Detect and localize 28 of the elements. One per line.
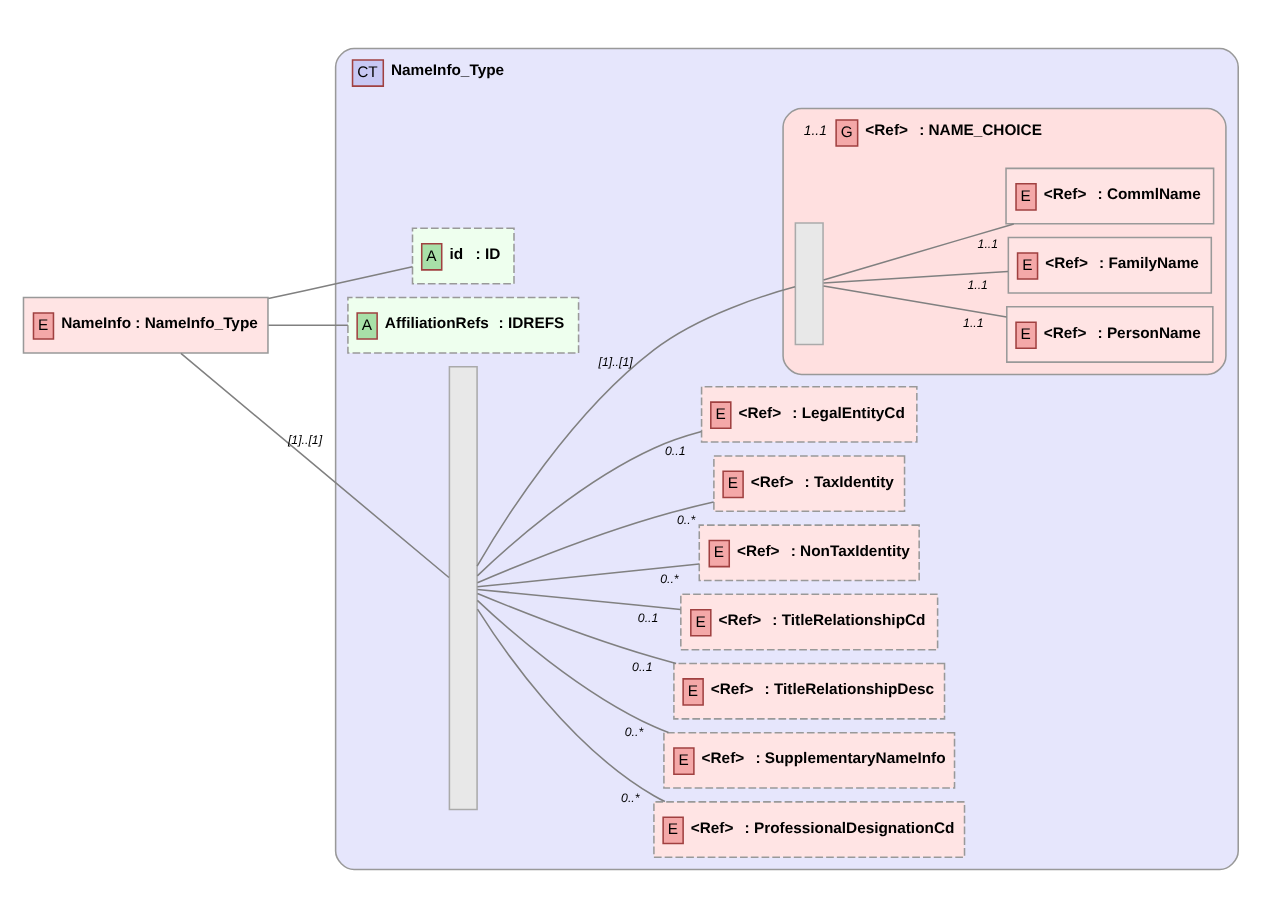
connector [476,592,677,665]
connector [476,501,715,584]
node-box: E <Ref> : LegalEntityCd [700,385,918,443]
node-bar [794,222,824,346]
connector [822,223,1015,281]
node-box: E <Ref> : TitleRelationshipDesc [673,662,946,720]
node-box: E <Ref> : FamilyName [1007,236,1213,294]
node-box: E <Ref> : NonTaxIdentity [698,524,920,582]
node-box: E <Ref> : TaxIdentity [713,455,906,513]
node-box: A id : ID [411,227,515,285]
node-box: E <Ref> : ProfessionalDesignationCd [653,801,966,858]
connector [476,563,700,588]
connector [476,430,703,577]
node-box: E <Ref> : CommlName [1005,167,1215,225]
connector [476,599,670,734]
node-box: E <Ref> : PersonName [1006,306,1214,363]
node-box: A AffiliationRefs : IDREFS [347,296,580,354]
node-bar [448,365,478,811]
connector [822,285,1008,318]
connector [476,608,666,803]
node-box: E NameInfo : NameInfo_Type [22,296,269,354]
connector [822,270,1009,284]
connector [267,324,349,326]
node-box: E <Ref> : TitleRelationshipCd [680,593,939,651]
node-box: E <Ref> : SupplementaryNameInfo [663,731,956,789]
connector [180,352,450,579]
connector [267,266,414,300]
connector [476,588,682,611]
